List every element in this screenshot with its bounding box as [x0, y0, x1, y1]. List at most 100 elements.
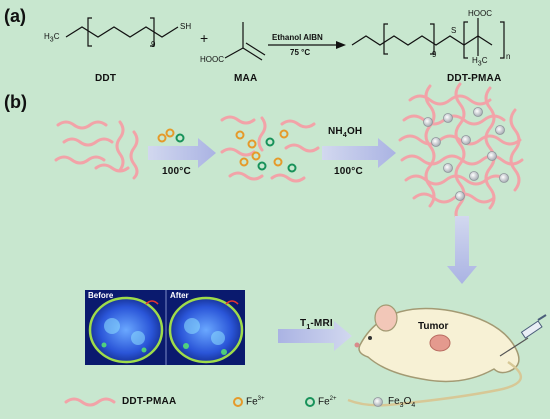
t1-mri-sub: 1 — [306, 324, 311, 331]
polymer-chain — [228, 171, 264, 181]
legend-fe3o4-label: Fe3O4 — [388, 396, 415, 409]
fe3-ion — [239, 157, 249, 167]
product-bracket-n-left — [463, 21, 468, 59]
fe3o4-nanoparticle — [431, 137, 441, 147]
fe2-ion — [287, 163, 297, 173]
polymer-chain — [454, 82, 466, 226]
maa-double-1 — [242, 47, 263, 61]
syringe-plunger — [537, 314, 547, 321]
maa-structure — [224, 22, 266, 61]
product-structure — [351, 18, 505, 59]
polymer-chain — [220, 115, 256, 125]
mri-organ — [131, 331, 145, 345]
product-ch3-h: H — [472, 56, 478, 65]
fe3o4-nanoparticle — [461, 135, 471, 145]
fe3-ion — [273, 157, 283, 167]
product-name-label: DDT-PMAA — [447, 73, 502, 84]
legend-fe3-sup: 3+ — [257, 396, 265, 402]
mouse-nose — [354, 342, 360, 348]
product-hooc-label: HOOC — [468, 9, 492, 18]
ddt-ch3-h: H — [44, 32, 50, 41]
mri-highlight — [141, 347, 147, 353]
process-arrow-heat — [148, 138, 216, 168]
legend-fe2-base: Fe — [318, 396, 330, 408]
reaction-arrow — [268, 41, 346, 49]
ddt-sh-label: SH — [180, 22, 192, 31]
t1-mri-t: T — [300, 318, 307, 329]
fe3o4-nanoparticle — [455, 191, 465, 201]
fe3-ion — [279, 129, 289, 139]
fe3-ion — [165, 128, 175, 138]
tumor-label: Tumor — [418, 321, 449, 332]
fe3o4-nanoparticle — [487, 151, 497, 161]
fe2-ion — [265, 137, 275, 147]
mouse-ear — [374, 304, 398, 332]
polymer-ion-mixture — [220, 115, 320, 183]
plus-sign: + — [200, 30, 209, 46]
tumor-marker-before — [145, 300, 159, 305]
product-bracket-right — [430, 23, 435, 55]
panel-a-label: (a) — [4, 6, 26, 26]
fe3-ion — [247, 139, 257, 149]
polymer-chain — [220, 147, 256, 157]
maa-name-label: MAA — [234, 73, 258, 84]
maa-bond-1 — [224, 47, 244, 59]
polymer-chain — [412, 192, 496, 204]
legend-fe3-symbol — [233, 397, 243, 407]
reaction-conditions-top: Ethanol AIBN — [272, 33, 323, 42]
process-arrow-mri — [278, 321, 352, 351]
mri-image-panel — [85, 290, 245, 365]
step2-reagent-nh: NH — [328, 126, 343, 137]
product-bracket-left — [383, 23, 388, 55]
product-repeat-9: 9 — [432, 50, 437, 59]
ddt-bracket-right — [150, 17, 155, 47]
mouse-eye — [368, 336, 372, 340]
polymer-chain — [280, 119, 316, 129]
product-s-label: S — [451, 26, 457, 35]
legend-polymer-symbol — [64, 397, 116, 407]
legend-fe2-label: Fe2+ — [318, 396, 337, 407]
mri-highlight — [221, 349, 227, 355]
mri-after-scan — [168, 296, 244, 364]
maa-double-2 — [245, 42, 266, 56]
legend-fe2-symbol — [305, 397, 315, 407]
ddt-repeat-subscript: 9 — [151, 40, 156, 49]
polymer-chain — [398, 134, 522, 146]
step1-temperature: 100°C — [162, 166, 191, 177]
fe3o4-nanoparticle — [473, 107, 483, 117]
nanoparticle-cluster — [398, 82, 524, 226]
fe3o4-nanoparticle — [443, 163, 453, 173]
panel-b-label: (b) — [4, 92, 27, 112]
maa-hooc-label: HOOC — [200, 55, 224, 64]
step2-reagent-oh: OH — [346, 126, 363, 137]
polymer-chain — [408, 94, 492, 106]
fe3-ion — [251, 151, 261, 161]
free-polymer-chains — [54, 120, 139, 180]
mri-after-label: After — [170, 291, 189, 300]
polymer-chain — [257, 116, 267, 152]
legend-fe3o4-symbol — [373, 397, 383, 407]
polymer-chain — [56, 120, 108, 130]
ddt-structure — [65, 17, 179, 47]
fe3o4-nanoparticle — [499, 173, 509, 183]
legend-fe3o4-sub1: 3 — [399, 402, 404, 409]
fe3-ion — [157, 133, 167, 143]
legend-fe2-sup: 2+ — [329, 396, 337, 402]
polymer-chain — [270, 173, 306, 183]
ddt-bracket-left — [87, 17, 92, 47]
step2-temperature: 100°C — [334, 166, 363, 177]
fe3o4-nanoparticle — [495, 125, 505, 135]
ddt-name-label: DDT — [95, 73, 117, 84]
fe2-ion — [175, 133, 185, 143]
polymer-chain — [115, 120, 125, 172]
fe3o4-nanoparticle — [469, 171, 479, 181]
mri-highlight — [183, 343, 189, 349]
syringe — [499, 314, 547, 357]
polymer-chain — [402, 114, 506, 126]
syringe-needle — [499, 337, 529, 357]
ddt-ch3-label: H3C — [44, 32, 59, 44]
polymer-chain — [484, 86, 496, 210]
t1-mri-label: T1-MRI — [300, 318, 333, 331]
fe3-ion — [235, 130, 245, 140]
